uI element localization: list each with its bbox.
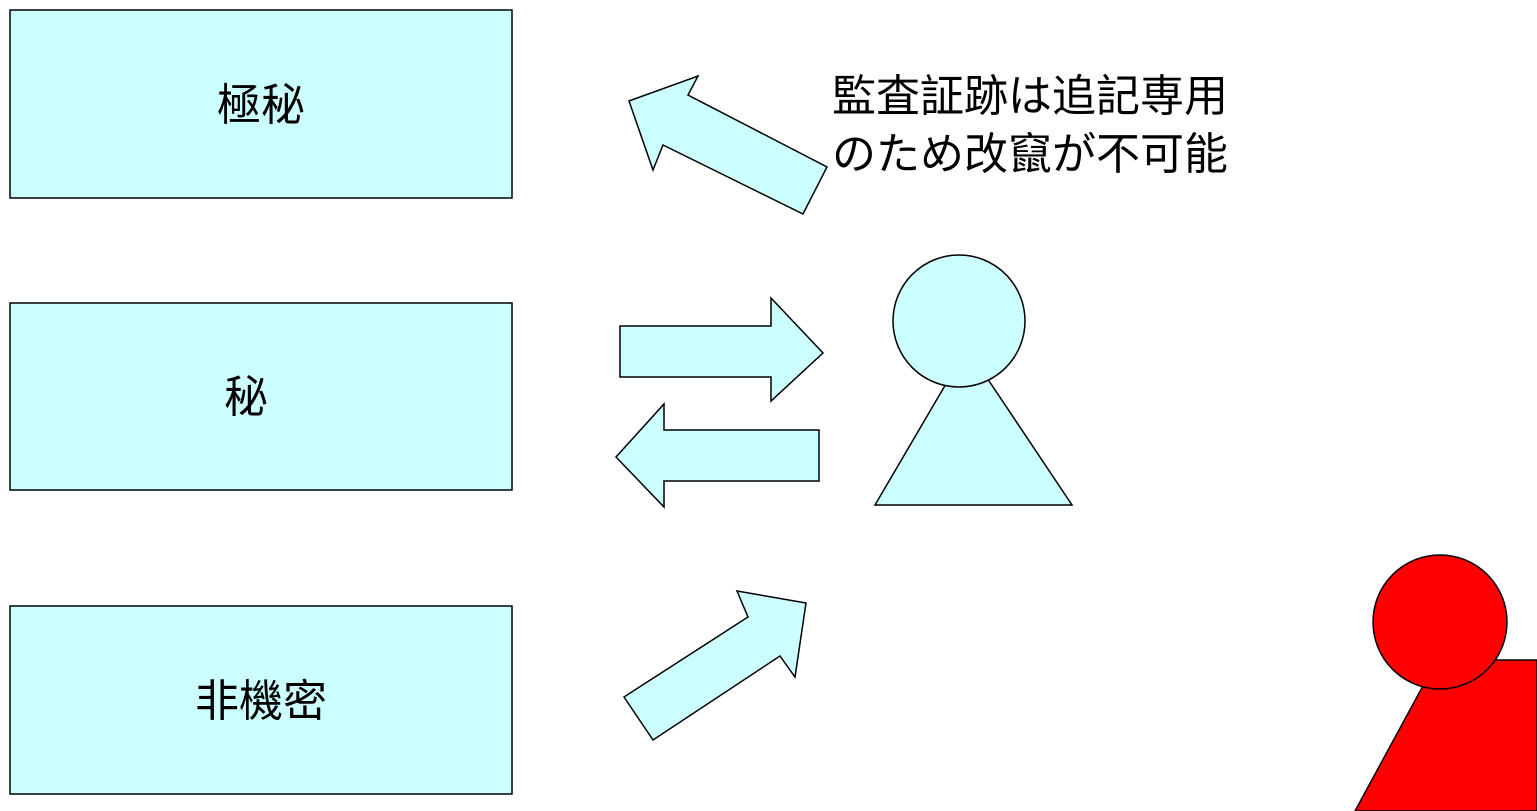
level-box-unclassified: 非機密 xyxy=(9,605,513,795)
level-label-secret: 秘 xyxy=(224,372,268,423)
write-up-arrow-icon xyxy=(628,74,829,215)
level-label-unclassified: 非機密 xyxy=(195,676,327,727)
write-arrow-icon xyxy=(614,402,820,509)
annotation-line-1: 監査証跡は追記専用 xyxy=(832,71,1228,122)
read-up-arrow-icon xyxy=(622,590,807,742)
read-arrow-icon xyxy=(619,296,825,403)
person-icon xyxy=(873,254,1074,506)
level-box-top-secret: 極秘 xyxy=(9,9,513,199)
intruder-person-icon xyxy=(1354,554,1537,811)
level-box-secret: 秘 xyxy=(9,302,513,491)
annotation-line-2: のため改竄が不可能 xyxy=(832,129,1228,180)
level-label-top-secret: 極秘 xyxy=(217,80,305,131)
